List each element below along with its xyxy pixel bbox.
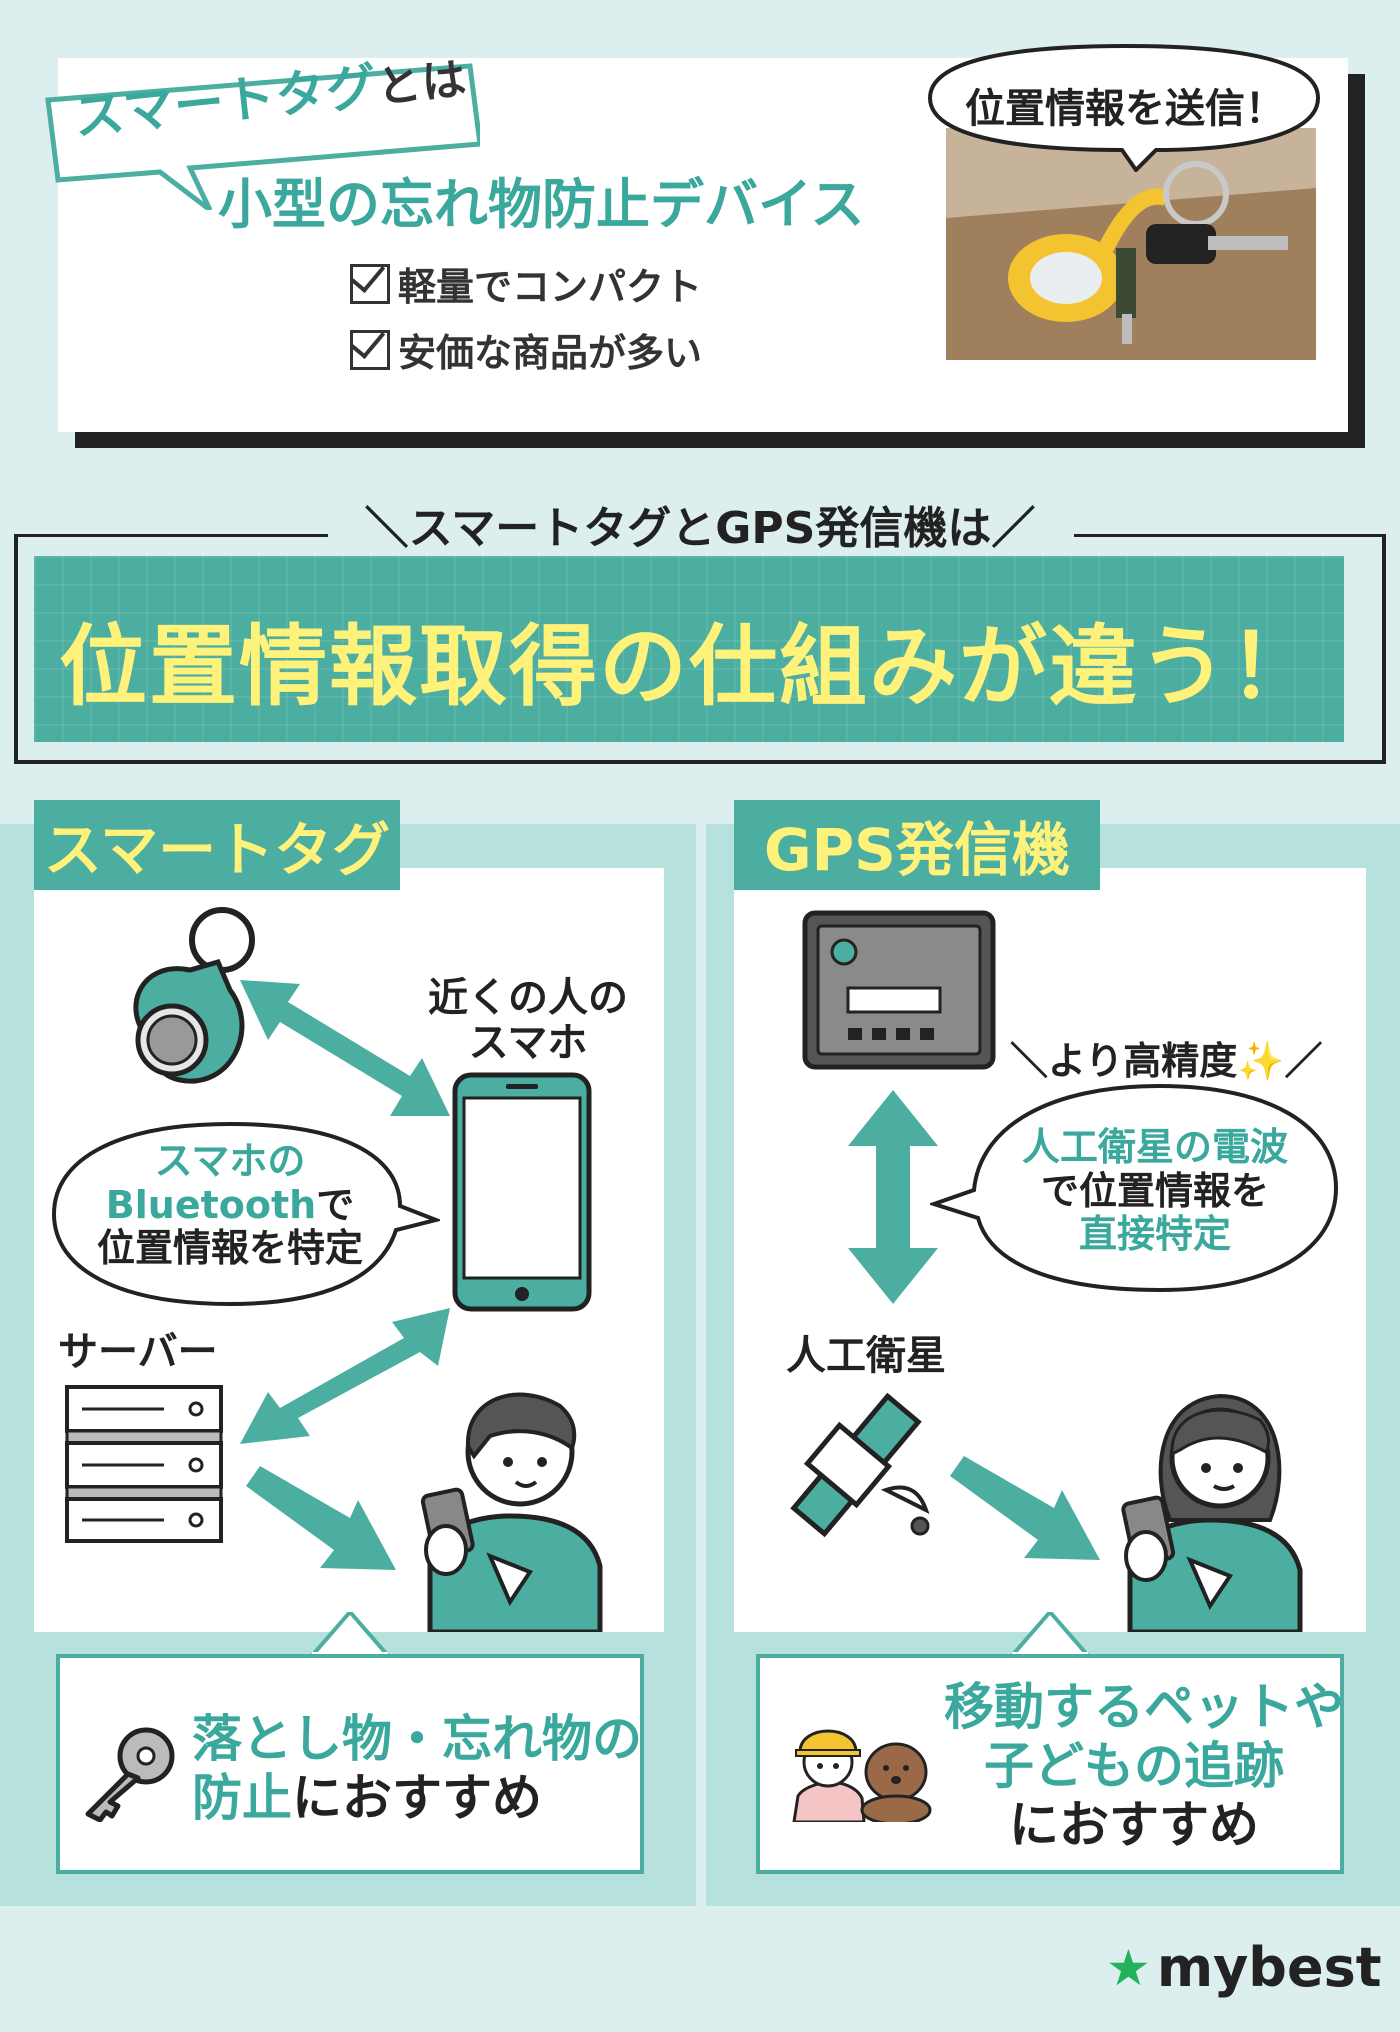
arrow-right-icon (246, 1466, 396, 1570)
photo-bubble-text: 位置情報を送信！ (965, 86, 1285, 132)
woman-with-phone-icon (1121, 1393, 1303, 1632)
pointer-triangle (1010, 1612, 1090, 1658)
check-item: 安価な商品が多い (350, 322, 702, 377)
checkbox-icon (350, 329, 390, 370)
smart-tag-photo (946, 128, 1316, 360)
tab-smart-tag: スマートタグ (34, 800, 400, 890)
server-icon (65, 1385, 223, 1543)
banner-frame (14, 534, 1386, 764)
comparison-subheading: ＼スマートタグとGPS発信機は／ (364, 503, 1036, 554)
brand-logo: ★ mybest (1106, 1936, 1382, 1999)
check-item: 軽量でコンパクト (350, 256, 702, 311)
gps-recommendation (756, 1654, 1344, 1874)
double-arrow-icon (240, 980, 450, 1116)
divider-line (1074, 534, 1386, 537)
satellite-label: 人工衛星 (786, 1333, 946, 1379)
satellite-icon (790, 1392, 930, 1538)
tab-gps-transmitter: GPS発信機 (734, 800, 1100, 890)
gps-recommendation-text: 移動するペットや 子どもの追跡 におすすめ (944, 1678, 1344, 1854)
star-icon: ★ (1106, 1938, 1151, 1997)
smart-tag-icon (133, 907, 255, 1084)
banner-title: 位置情報取得の仕組みが違う！ (58, 615, 1319, 718)
photo-speech-bubble (927, 43, 1321, 172)
nearby-phone-label: 近くの人の スマホ (428, 975, 628, 1066)
smart-tag-label-frame (45, 63, 480, 210)
satellite-bubble-text: 人工衛星の電波 で位置情報を 直接特定 (1021, 1125, 1288, 1257)
double-arrow-icon (240, 1308, 450, 1444)
key-icon (85, 1727, 175, 1822)
arrow-right-icon (950, 1456, 1100, 1560)
child-and-dog-icon (792, 1729, 932, 1822)
intro-subtitle: 小型の忘れ物防止デバイス (218, 173, 865, 236)
person-with-phone-icon (420, 1392, 603, 1632)
divider-line (14, 534, 328, 537)
accuracy-note: ＼より高精度✨／ (1010, 1039, 1323, 1083)
smart-tag-recommendation-text: 落とし物・忘れ物の 防止におすすめ (192, 1710, 642, 1827)
column-divider (696, 824, 706, 1906)
vertical-double-arrow-icon (848, 1090, 938, 1304)
bluetooth-speech-bubble (51, 1121, 440, 1307)
smartphone-icon (452, 1072, 592, 1312)
checkbox-icon (350, 263, 390, 304)
satellite-speech-bubble (930, 1083, 1339, 1293)
server-label: サーバー (58, 1329, 218, 1375)
banner (34, 556, 1344, 742)
bluetooth-bubble-text: スマホの Bluetoothで 位置情報を特定 (96, 1139, 363, 1271)
pointer-triangle (310, 1612, 390, 1658)
gps-device-icon (802, 910, 996, 1070)
